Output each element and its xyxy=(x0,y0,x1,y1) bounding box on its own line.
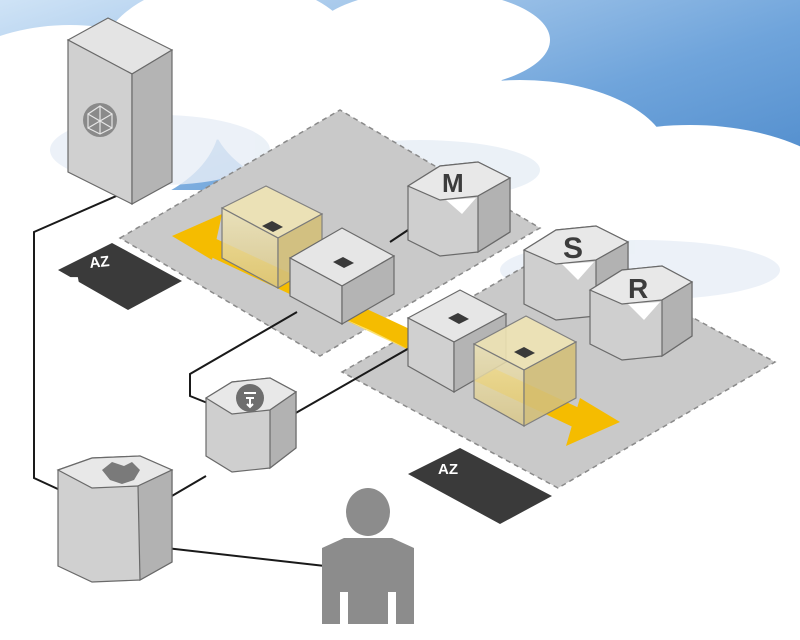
replica-node: R xyxy=(588,265,694,361)
badge-shield-icon xyxy=(102,462,140,484)
routing-arrows-icon xyxy=(236,384,264,412)
replica-label: R xyxy=(628,273,648,304)
zone-b-small-label: AZ xyxy=(438,461,458,478)
instance-a1 xyxy=(288,227,396,326)
glass-instance-a xyxy=(220,185,324,290)
zone-a-small-label: AZ xyxy=(89,253,111,272)
slave-label: S xyxy=(563,232,583,265)
master-label: M xyxy=(442,168,464,198)
storage-tower xyxy=(66,17,174,206)
globe-grid-icon xyxy=(83,103,117,137)
glass-instance-b xyxy=(472,315,578,428)
gateway-node xyxy=(56,455,174,583)
master-node: M xyxy=(406,161,512,257)
user-icon xyxy=(322,488,414,624)
router-node xyxy=(204,377,298,473)
